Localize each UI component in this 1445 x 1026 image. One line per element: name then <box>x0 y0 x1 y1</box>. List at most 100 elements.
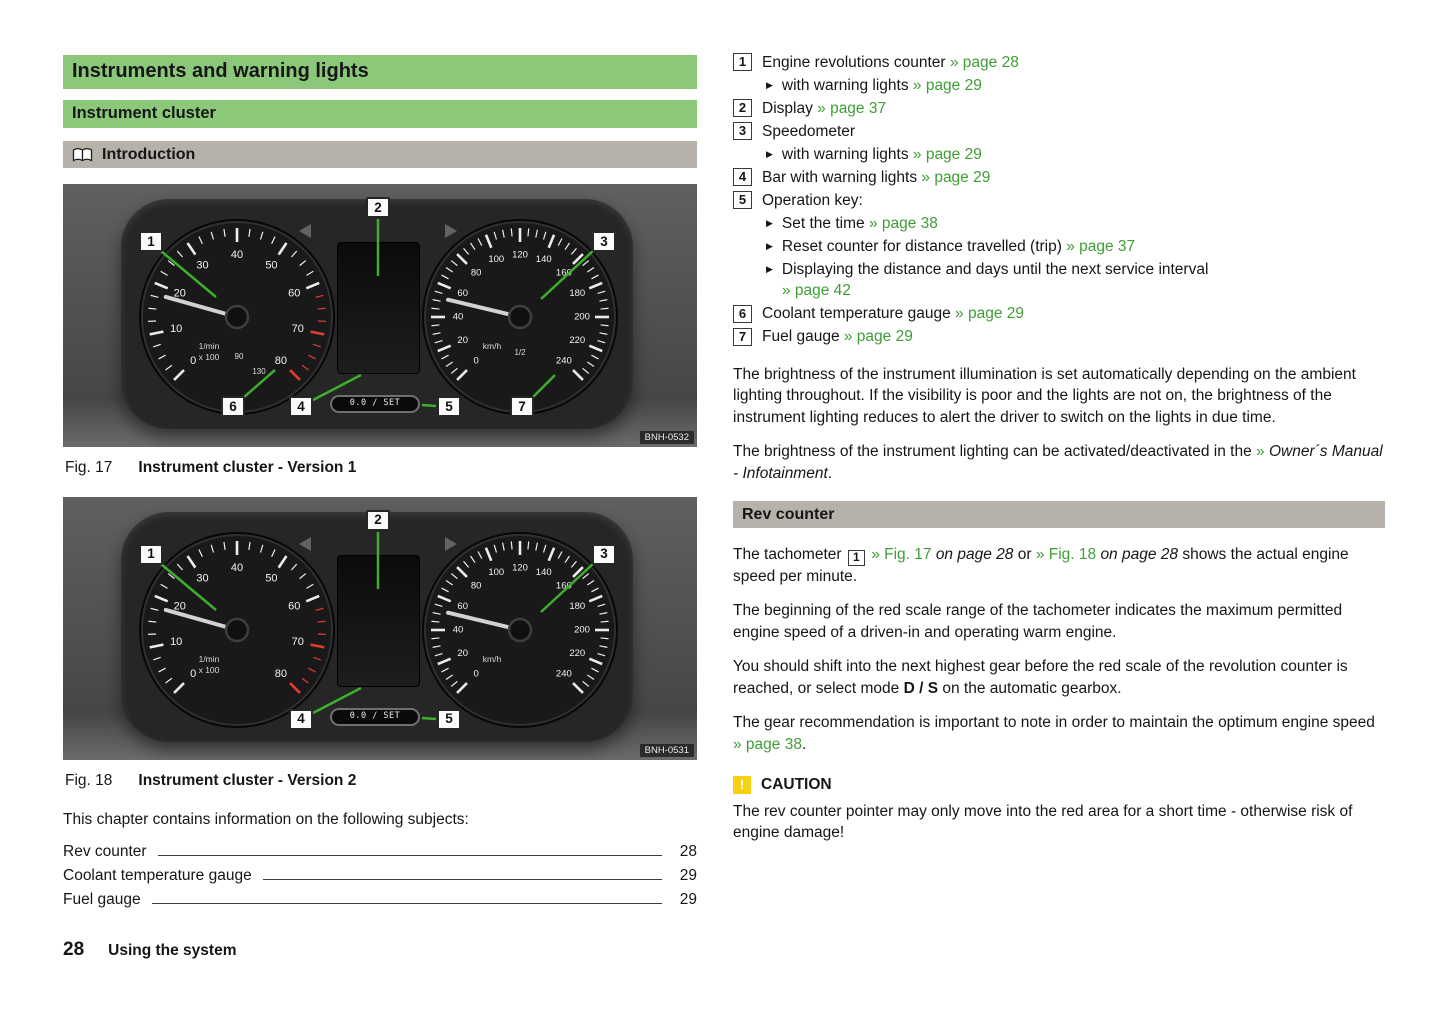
page-link[interactable]: » page 37 <box>817 99 887 117</box>
legend-subitem: ▶ with warning lights » page 29 <box>733 75 1385 97</box>
ref-box-1: 1 <box>733 53 752 71</box>
page-link[interactable]: » page 29 <box>955 305 1024 322</box>
svg-text:10: 10 <box>170 323 182 335</box>
image-code: BNH-0531 <box>639 743 694 757</box>
svg-text:220: 220 <box>569 335 585 346</box>
svg-text:60: 60 <box>288 600 300 612</box>
caution-text: The rev counter pointer may only move in… <box>733 802 1353 842</box>
odometer-display: 0.0 / SET <box>330 707 420 726</box>
svg-text:200: 200 <box>574 312 590 323</box>
svg-text:70: 70 <box>292 323 304 335</box>
page-link[interactable]: » page 29 <box>912 145 982 163</box>
subsection-title-bar: Instrument cluster <box>63 100 697 128</box>
footer-chapter: Using the system <box>108 941 237 959</box>
toc-page: 29 <box>679 866 697 884</box>
legend-text: Display <box>762 99 813 117</box>
page-link[interactable]: » page 29 <box>921 168 991 186</box>
svg-text:50: 50 <box>265 572 277 584</box>
bullet-triangle-icon: ▶ <box>766 217 773 228</box>
ref-box-4: 4 <box>733 168 752 186</box>
svg-text:120: 120 <box>512 562 528 573</box>
legend-text: Coolant temperature gauge <box>762 305 951 322</box>
svg-text:0: 0 <box>190 667 196 679</box>
svg-text:20: 20 <box>457 335 468 346</box>
svg-text:40: 40 <box>231 249 243 261</box>
paragraph-brightness-2: The brightness of the instrument lightin… <box>733 443 1383 482</box>
page-link[interactable]: » page 29 <box>843 328 913 345</box>
figure-17-caption: Fig. 17 Instrument cluster - Version 1 <box>65 457 695 479</box>
legend-text: Engine revolutions counter <box>762 53 946 71</box>
svg-text:80: 80 <box>471 268 482 279</box>
callout-4: 4 <box>289 396 313 417</box>
fig18-link[interactable]: » Fig. 18 <box>1035 546 1097 563</box>
svg-text:x 100: x 100 <box>199 352 220 362</box>
svg-text:140: 140 <box>536 254 552 265</box>
callout-4: 4 <box>289 708 313 730</box>
legend-text: with warning lights <box>781 76 909 94</box>
svg-text:40: 40 <box>453 624 464 635</box>
ref-box-7: 7 <box>733 327 752 346</box>
svg-text:50: 50 <box>265 259 277 271</box>
svg-text:100: 100 <box>488 567 504 578</box>
page-link[interactable]: » page 38 <box>868 214 938 232</box>
right-column: 1 Engine revolutions counter » page 28 ▶… <box>733 50 1385 961</box>
toc-page: 29 <box>679 890 697 908</box>
bullet-triangle-icon: ▶ <box>766 79 773 90</box>
svg-text:30: 30 <box>196 259 208 271</box>
callout-5: 5 <box>437 708 461 730</box>
svg-text:130: 130 <box>252 367 266 376</box>
toc-leader <box>151 902 662 904</box>
svg-text:180: 180 <box>569 600 585 611</box>
legend-text: Fuel gauge <box>762 328 840 345</box>
svg-text:90: 90 <box>235 352 244 361</box>
toc-leader <box>157 854 662 856</box>
svg-text:240: 240 <box>556 668 572 679</box>
svg-text:0: 0 <box>474 355 479 366</box>
page-link[interactable]: » page 28 <box>949 53 1019 71</box>
legend-item: 5 Operation key: <box>733 190 1385 212</box>
paragraph-brightness-1: The brightness of the instrument illumin… <box>733 365 1356 426</box>
svg-text:20: 20 <box>174 600 186 612</box>
legend-subitem: ▶ Set the time » page 38 <box>733 213 1385 235</box>
figure-title: Instrument cluster - Version 1 <box>138 459 357 476</box>
fig17-link[interactable]: » Fig. 17 <box>871 546 932 563</box>
callout-3: 3 <box>592 543 616 565</box>
left-column: Instruments and warning lights Instrumen… <box>63 50 697 961</box>
ref-box-3: 3 <box>733 122 752 140</box>
mode-ds: D / S <box>903 679 939 697</box>
paragraph-shift: You should shift into the next highest g… <box>733 658 1348 697</box>
toc-row[interactable]: Rev counter 28 <box>63 841 697 865</box>
callout-5: 5 <box>437 396 461 417</box>
callout-7: 7 <box>510 396 534 417</box>
svg-text:180: 180 <box>569 288 585 299</box>
svg-text:1/min: 1/min <box>199 341 220 351</box>
legend-subitem: ▶ with warning lights » page 29 <box>733 144 1385 166</box>
multifunction-display <box>337 242 420 374</box>
toc-label: Coolant temperature gauge <box>63 866 252 884</box>
svg-text:160: 160 <box>556 580 572 591</box>
page-footer: 28 Using the system <box>63 939 697 962</box>
page-link[interactable]: » page 37 <box>1066 237 1136 255</box>
page-link[interactable]: » page 42 <box>781 282 851 299</box>
page-link[interactable]: » page 38 <box>733 735 802 753</box>
legend-subitem: ▶ Displaying the distance and days until… <box>733 259 1385 302</box>
rev-counter-title: Rev counter <box>742 505 835 523</box>
toc-label: Fuel gauge <box>63 890 141 908</box>
svg-text:0: 0 <box>190 355 196 367</box>
toc-row[interactable]: Coolant temperature gauge 29 <box>63 865 697 889</box>
svg-text:40: 40 <box>231 562 243 574</box>
introduction-label: Introduction <box>102 145 196 163</box>
callout-2: 2 <box>366 509 390 531</box>
manual-ref-mark[interactable]: » <box>1256 443 1265 460</box>
page-link[interactable]: » page 29 <box>912 76 982 94</box>
legend-text: Displaying the distance and days until t… <box>781 260 1209 278</box>
toc-row[interactable]: Fuel gauge 29 <box>63 889 697 913</box>
toc-label: Rev counter <box>63 842 147 860</box>
bullet-triangle-icon: ▶ <box>766 148 773 159</box>
callout-6: 6 <box>221 396 245 417</box>
svg-text:10: 10 <box>170 636 182 648</box>
ref-box-2: 2 <box>733 99 752 117</box>
